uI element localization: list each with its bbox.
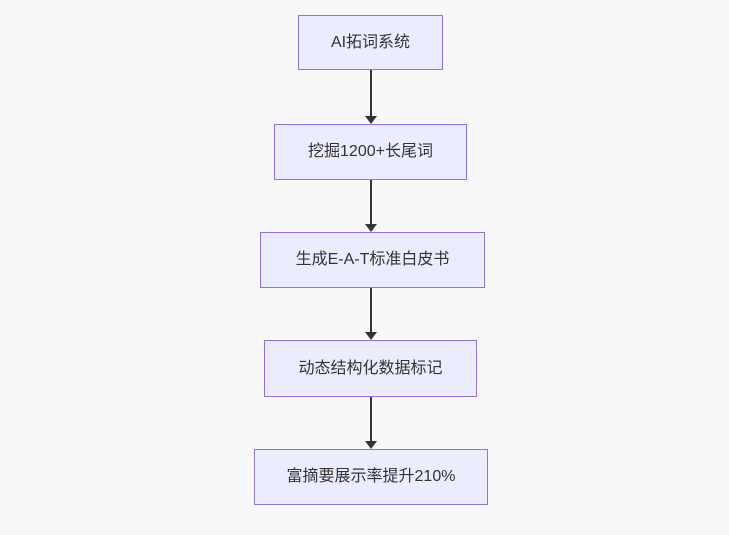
flow-node-label: 挖掘1200+长尾词	[308, 143, 433, 161]
flow-node-dynamic-structured-data-markup: 动态结构化数据标记	[264, 340, 477, 397]
flow-arrow-2	[365, 180, 377, 232]
arrow-line	[370, 70, 372, 116]
arrowhead-down-icon	[365, 332, 377, 340]
flow-node-label: 富摘要展示率提升210%	[286, 468, 456, 486]
flow-node-rich-snippet-rate-increase: 富摘要展示率提升210%	[254, 449, 488, 505]
flow-node-label: AI拓词系统	[330, 33, 411, 51]
arrowhead-down-icon	[365, 116, 377, 124]
arrowhead-down-icon	[365, 224, 377, 232]
arrow-line	[370, 288, 372, 332]
flow-node-label: 生成E-A-T标准白皮书	[295, 251, 450, 269]
flow-node-mine-longtail-keywords: 挖掘1200+长尾词	[274, 124, 467, 180]
arrow-line	[370, 180, 372, 224]
flow-arrow-4	[365, 397, 377, 449]
flow-node-label: 动态结构化数据标记	[298, 359, 443, 377]
flow-arrow-1	[365, 70, 377, 124]
flow-arrow-3	[365, 288, 377, 340]
arrow-line	[370, 397, 372, 441]
arrowhead-down-icon	[365, 441, 377, 449]
flow-node-generate-eat-whitepaper: 生成E-A-T标准白皮书	[260, 232, 485, 288]
flow-node-ai-word-expansion-system: AI拓词系统	[298, 15, 443, 70]
